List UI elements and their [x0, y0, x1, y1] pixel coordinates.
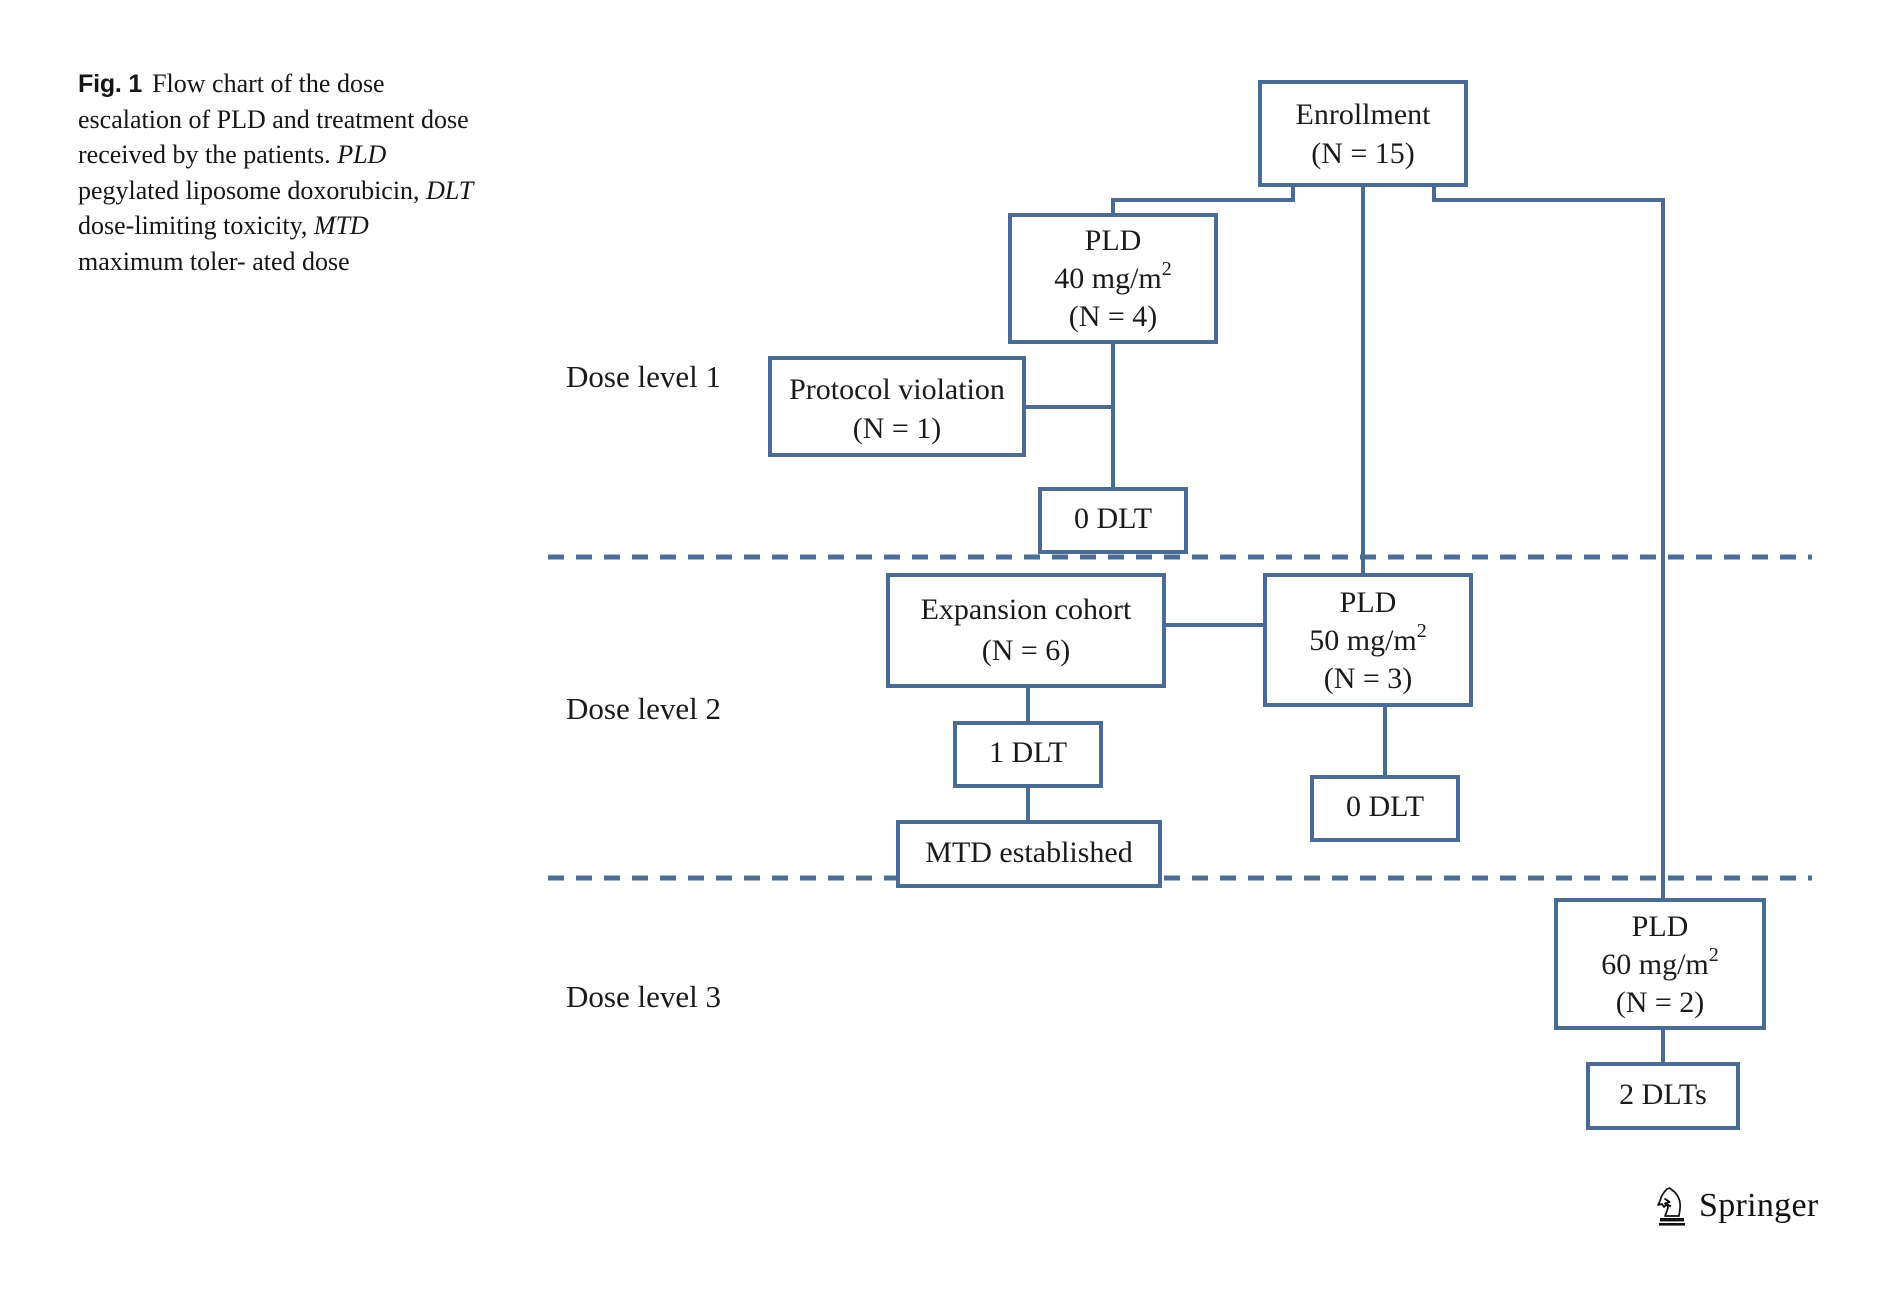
node-pld-50-line-3: (N = 3)	[1324, 662, 1413, 695]
node-dlt0-level1-label: 0 DLT	[1074, 502, 1152, 535]
node-pld-60-line-3: (N = 2)	[1616, 986, 1705, 1019]
dose-level-3-label: Dose level 3	[566, 979, 721, 1014]
node-dlt1-box[interactable]	[953, 721, 1103, 788]
node-pld-50-dose: 50 mg/m	[1309, 624, 1417, 657]
node-enrollment-line-1: Enrollment	[1296, 98, 1432, 131]
node-pld-40[interactable]: PLD 40 mg/m2 (N = 4)	[1008, 213, 1218, 344]
springer-knight-icon	[1657, 1187, 1685, 1226]
node-pld-60-superscript: 2	[1709, 944, 1719, 966]
springer-logo: Springer	[1655, 1185, 1819, 1227]
caption-abbr-dlt: DLT	[426, 175, 474, 205]
node-dlt1-label: 1 DLT	[989, 736, 1067, 769]
node-pld-60-line-2: 60 mg/m2	[1601, 944, 1719, 981]
caption-line-5: toxicity,	[223, 211, 308, 241]
node-dlt2-label: 2 DLTs	[1619, 1078, 1707, 1111]
node-expansion-cohort-line-2: (N = 6)	[982, 634, 1071, 667]
node-dlt0-level1-box[interactable]	[1038, 487, 1188, 554]
caption-line-2: escalation of PLD and treatment	[78, 104, 415, 134]
node-dlt0-level2-box[interactable]	[1310, 775, 1460, 842]
node-mtd-established[interactable]: MTD established	[896, 820, 1162, 888]
caption-line-4: doxorubicin,	[287, 175, 420, 205]
caption-line-1: Flow chart of the dose	[152, 69, 385, 98]
caption-abbr-pld-def: pegylated liposome	[78, 175, 281, 205]
caption-abbr-mtd: MTD	[313, 211, 369, 241]
node-mtd-established-box[interactable]	[896, 820, 1162, 888]
node-pld-50[interactable]: PLD 50 mg/m2 (N = 3)	[1263, 573, 1473, 707]
node-pld-40-dose: 40 mg/m	[1054, 262, 1162, 295]
node-mtd-established-label: MTD established	[925, 836, 1132, 869]
node-enrollment-line-2: (N = 15)	[1311, 137, 1415, 170]
node-protocol-violation[interactable]: Protocol violation (N = 1)	[768, 356, 1026, 457]
caption-abbr-pld: PLD	[337, 140, 387, 170]
node-pld-60-box[interactable]	[1554, 898, 1766, 1030]
node-pld-40-line-1: PLD	[1085, 224, 1142, 257]
node-dlt2[interactable]: 2 DLTs	[1586, 1062, 1740, 1130]
node-dlt1[interactable]: 1 DLT	[953, 721, 1103, 788]
figure-number: Fig. 1	[78, 70, 143, 98]
node-expansion-cohort-box[interactable]	[886, 573, 1166, 688]
node-dlt0-level2[interactable]: 0 DLT	[1310, 775, 1460, 842]
node-dlt0-level1[interactable]: 0 DLT	[1038, 487, 1188, 554]
node-pld-50-box[interactable]	[1263, 573, 1473, 707]
node-protocol-violation-line-2: (N = 1)	[853, 412, 942, 445]
node-dlt2-box[interactable]	[1586, 1062, 1740, 1130]
caption-abbr-mtd-def: maximum toler-	[78, 247, 246, 277]
node-pld-40-line-2: 40 mg/m2	[1054, 258, 1172, 295]
dose-level-1-label: Dose level 1	[566, 359, 721, 394]
node-pld-50-line-2: 50 mg/m2	[1309, 620, 1427, 657]
node-protocol-violation-line-1: Protocol violation	[789, 373, 1005, 406]
node-pld-50-superscript: 2	[1417, 620, 1427, 642]
node-dlt0-level2-label: 0 DLT	[1346, 790, 1424, 823]
caption-abbr-dlt-def: dose-limiting	[78, 211, 217, 241]
figure-caption: Fig. 1 Flow chart of the dose escalation …	[78, 66, 478, 280]
node-expansion-cohort-line-1: Expansion cohort	[921, 593, 1132, 626]
springer-wordmark: Springer	[1699, 1187, 1819, 1224]
node-enrollment[interactable]: Enrollment (N = 15)	[1258, 80, 1468, 187]
node-pld-40-line-3: (N = 4)	[1069, 300, 1158, 333]
node-pld-60-line-1: PLD	[1632, 910, 1689, 943]
node-protocol-violation-box[interactable]	[768, 356, 1026, 457]
node-pld-40-box[interactable]	[1008, 213, 1218, 344]
caption-line-6: ated dose	[252, 247, 350, 277]
node-enrollment-box[interactable]	[1258, 80, 1468, 187]
edge-enrollment-to-pld60	[1432, 185, 1665, 900]
dose-level-2-label: Dose level 2	[566, 691, 721, 726]
connector-group	[1024, 185, 1665, 1064]
caption-line-3: dose received by the patients.	[78, 104, 469, 170]
node-pld-60-dose: 60 mg/m	[1601, 948, 1709, 981]
node-pld-40-superscript: 2	[1162, 258, 1172, 280]
edge-enrollment-to-pld40	[1111, 185, 1295, 215]
node-pld-60[interactable]: PLD 60 mg/m2 (N = 2)	[1554, 898, 1766, 1030]
node-expansion-cohort[interactable]: Expansion cohort (N = 6)	[886, 573, 1166, 688]
node-pld-50-line-1: PLD	[1340, 586, 1397, 619]
